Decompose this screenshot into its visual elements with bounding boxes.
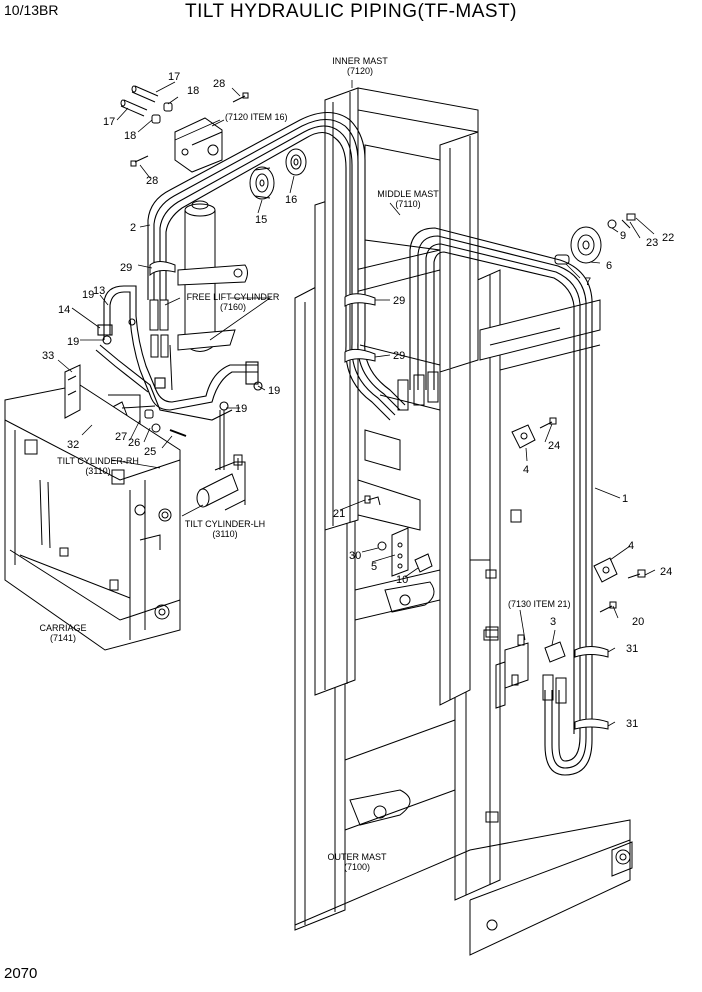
clamps-31	[574, 646, 609, 730]
label-middle-mast: MIDDLE MAST	[377, 189, 439, 199]
nut-30	[377, 541, 387, 551]
callout-28b: 28	[146, 175, 158, 187]
callout-22: 22	[662, 232, 674, 244]
callout-17b: 17	[103, 116, 115, 128]
callout-7: 7	[585, 276, 591, 288]
callout-31b: 31	[626, 718, 638, 730]
callout-28a: 28	[213, 78, 225, 90]
model-number: 10/13BR	[4, 2, 59, 18]
sheave-16	[285, 148, 307, 176]
label-free-lift-cylinder: FREE LIFT CYLINDER	[187, 292, 280, 302]
callout-23: 23	[646, 237, 658, 249]
label-inner-mast-no: (7120)	[347, 66, 373, 76]
callout-29c: 29	[393, 350, 405, 362]
clip-4-upper	[511, 417, 557, 449]
callout-15: 15	[255, 214, 267, 226]
label-carriage-no: (7141)	[50, 633, 76, 643]
shaft-7	[554, 254, 570, 265]
label-outer-mast: OUTER MAST	[327, 852, 387, 862]
label-free-lift-cylinder-no: (7160)	[220, 302, 246, 312]
callout-17a: 17	[168, 71, 180, 83]
label-ref-7130-item21: (7130 ITEM 21)	[508, 599, 571, 609]
callout-21: 21	[333, 508, 345, 520]
callout-19c: 19	[235, 403, 247, 415]
bolt-21	[364, 495, 381, 506]
clamps-29	[149, 261, 376, 363]
callout-6: 6	[606, 260, 612, 272]
clip-3	[544, 641, 566, 663]
callout-1: 1	[622, 493, 628, 505]
bracket-33	[64, 364, 81, 419]
callout-13: 13	[93, 285, 105, 297]
sheave-15	[249, 166, 275, 200]
washer-9	[607, 219, 617, 229]
plate-5	[391, 527, 409, 577]
callout-26: 26	[128, 437, 140, 449]
hose-fittings	[149, 299, 567, 704]
label-tilt-cylinder-lh-no: (3110)	[212, 529, 237, 539]
bracket-7120-item16	[174, 117, 223, 173]
callout-29b: 29	[393, 295, 405, 307]
clip-4-lower	[593, 557, 646, 583]
callout-4b: 4	[628, 540, 634, 552]
label-tilt-cylinder-rh-no: (3110)	[85, 466, 110, 476]
label-middle-mast-no: (7110)	[395, 199, 420, 209]
sheave-6	[570, 226, 602, 264]
callout-5: 5	[371, 561, 377, 573]
bolt-20	[599, 601, 617, 613]
callout-31a: 31	[626, 643, 638, 655]
bracket-7130-item21	[495, 634, 529, 709]
callout-3: 3	[550, 616, 556, 628]
callout-4a: 4	[523, 464, 529, 476]
inner-mast	[324, 87, 479, 531]
label-outer-mast-no: (7100)	[344, 862, 370, 872]
callout-24b: 24	[660, 566, 672, 578]
block-10	[414, 553, 433, 573]
callout-20: 20	[632, 616, 644, 628]
label-tilt-cylinder-rh: TILT CYLINDER-RH	[57, 456, 139, 466]
component-captions: INNER MAST (7120) MIDDLE MAST (7110) OUT…	[39, 56, 570, 872]
callout-19b: 19	[67, 336, 79, 348]
bolts-28	[130, 92, 249, 167]
callout-33: 33	[42, 350, 54, 362]
callout-25: 25	[144, 446, 156, 458]
callout-29a: 29	[120, 262, 132, 274]
free-lift-cylinder	[169, 200, 248, 391]
callout-18b: 18	[124, 130, 136, 142]
callout-24a: 24	[548, 440, 560, 452]
bolt-22-23	[621, 213, 636, 229]
callout-19d: 19	[268, 385, 280, 397]
callout-10: 10	[396, 574, 408, 586]
label-inner-mast: INNER MAST	[332, 56, 388, 66]
part-callouts: 1 2 3 4 4 5 6 7 9 10 13 14 15 16 17 17 1…	[42, 71, 674, 730]
label-tilt-cylinder-lh: TILT CYLINDER-LH	[185, 519, 265, 529]
callout-16: 16	[285, 194, 297, 206]
leader-lines	[57, 80, 656, 727]
callout-27: 27	[115, 431, 127, 443]
pins-17-18	[120, 85, 173, 124]
callout-18a: 18	[187, 85, 199, 97]
page-title: TILT HYDRAULIC PIPING(TF-MAST)	[184, 1, 518, 22]
callout-30: 30	[349, 550, 361, 562]
callout-32: 32	[67, 439, 79, 451]
callout-9: 9	[620, 230, 626, 242]
label-ref-7120-item16: (7120 ITEM 16)	[225, 112, 288, 122]
label-carriage: CARRIAGE	[39, 623, 86, 633]
callout-2: 2	[130, 222, 136, 234]
tilt-cylinder-lh	[196, 410, 246, 511]
page-number: 2070	[4, 965, 38, 982]
callout-14: 14	[58, 304, 70, 316]
hose-assembly-1	[409, 227, 593, 776]
callout-19a: 19	[82, 289, 94, 301]
